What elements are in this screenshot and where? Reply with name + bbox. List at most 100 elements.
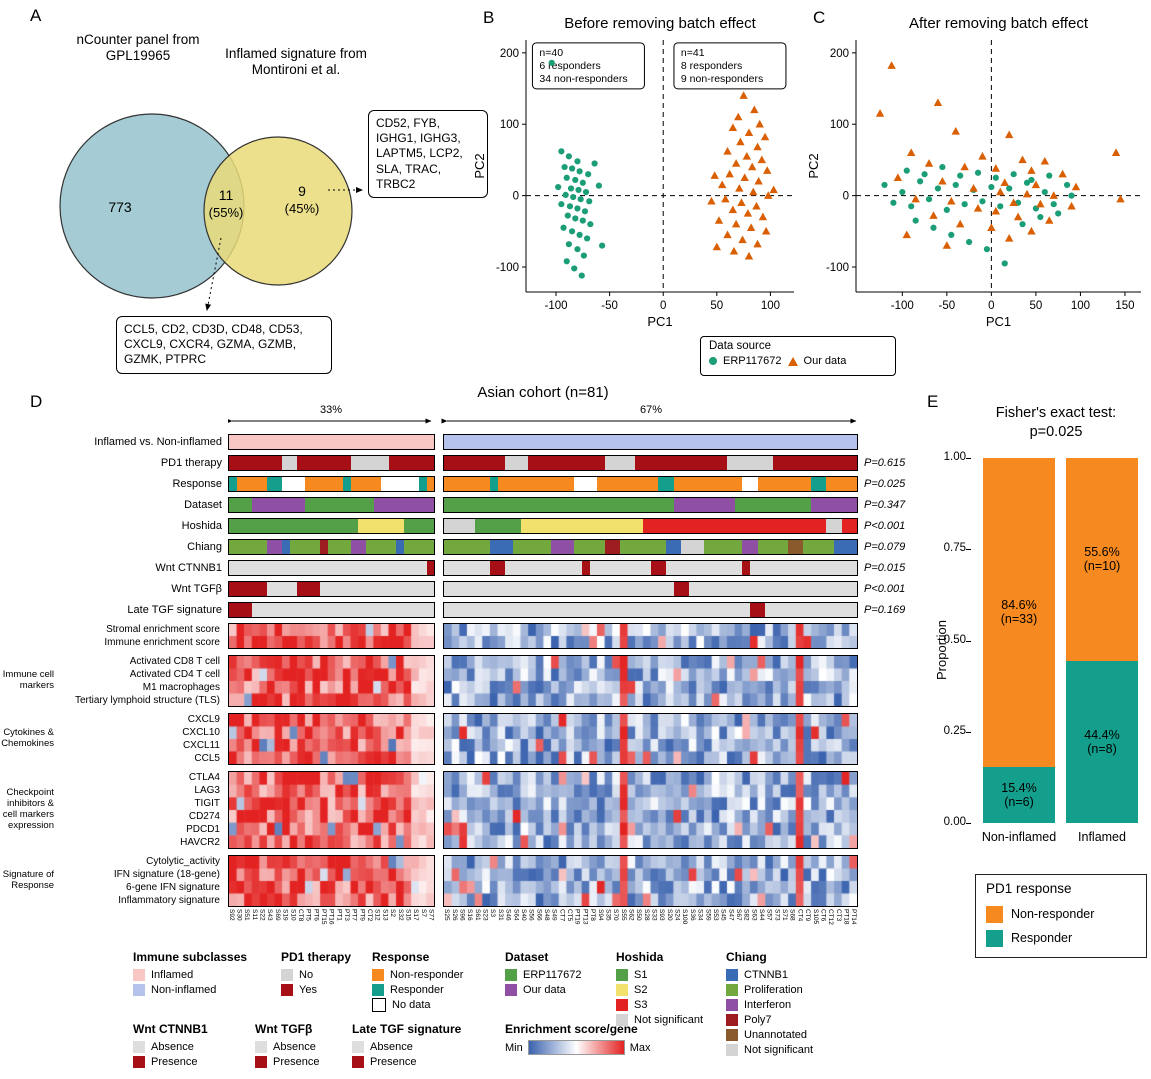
sample-label: S71	[781, 909, 789, 921]
track-cell	[274, 582, 283, 596]
data-point-circle	[979, 198, 986, 205]
data-point-triangle	[721, 194, 730, 203]
track-cell	[627, 477, 636, 491]
legend-swatch	[255, 1041, 267, 1053]
legend-label: Unannotated	[744, 1029, 807, 1041]
legend-label: Not significant	[744, 1044, 814, 1056]
heatmap-canvas	[229, 856, 435, 906]
track-cell	[597, 519, 605, 533]
track-cell	[834, 519, 842, 533]
gradient-max-label: Max	[629, 1041, 651, 1054]
track-cell	[358, 435, 366, 449]
track-cell	[365, 603, 374, 617]
track-cell	[581, 603, 590, 617]
track-cell	[490, 456, 498, 470]
track-cell	[236, 435, 245, 449]
track-cell	[589, 603, 598, 617]
heatmap-row-label: Stromal enrichment score	[106, 624, 220, 635]
sample-label: S19	[281, 909, 289, 921]
track-label: Dataset	[184, 499, 222, 511]
data-point-triangle	[761, 226, 771, 235]
data-point-circle	[997, 203, 1004, 210]
legend-title: PD1 therapy	[281, 950, 352, 964]
heatmap-block	[443, 771, 858, 849]
legend-item: Absence	[133, 1040, 208, 1054]
track-cell	[757, 435, 766, 449]
track-cell	[411, 456, 420, 470]
data-point-circle	[957, 172, 964, 179]
y-tick-label: 0.50	[943, 633, 966, 646]
track-block-right	[443, 581, 858, 597]
data-point-circle	[1006, 185, 1013, 192]
track-block-left	[228, 518, 436, 534]
sample-label: CT3	[834, 909, 842, 922]
track-cell	[849, 561, 857, 575]
track-cell	[305, 498, 313, 512]
responder-swatch	[986, 929, 1003, 947]
track-cell	[627, 435, 636, 449]
track-cell	[388, 456, 397, 470]
data-point-triangle	[942, 241, 952, 249]
track-cell	[757, 603, 766, 617]
heatmap-row-label: PDCD1	[186, 824, 220, 835]
track-cell	[474, 456, 483, 470]
track-cell	[704, 603, 712, 617]
data-point-circle	[1001, 260, 1008, 267]
heatmap-group-label: Checkpoint inhibitors & cell markers exp…	[2, 787, 54, 831]
track-cell	[711, 498, 720, 512]
track-cell	[459, 477, 468, 491]
track-cell	[604, 561, 613, 575]
track-cell	[551, 540, 559, 554]
track-block-left	[228, 497, 436, 513]
y-axis-title: PC2	[472, 153, 487, 178]
data-point-circle	[1068, 192, 1075, 199]
track-cell	[696, 477, 705, 491]
pd1-response-legend: PD1 response Non-responder Responder	[975, 874, 1147, 958]
track-cell	[297, 582, 306, 596]
legend-swatch	[372, 969, 384, 981]
track-cell	[474, 498, 483, 512]
legend-swatch	[133, 1056, 145, 1068]
track-pvalue: P=0.025	[864, 478, 906, 490]
track-cell	[251, 603, 260, 617]
track-cell	[696, 435, 705, 449]
track-cell	[365, 582, 374, 596]
track-cell	[788, 603, 796, 617]
track-cell	[727, 519, 735, 533]
y-axis-title: PC2	[806, 153, 821, 178]
track-cell	[467, 582, 475, 596]
track-cell	[505, 603, 514, 617]
track-cell	[681, 540, 689, 554]
track-cell	[826, 582, 834, 596]
track-cell	[841, 456, 850, 470]
legend-swatch	[352, 1056, 364, 1068]
track-cell	[834, 603, 842, 617]
x-tick-label: 50	[710, 300, 723, 312]
track-cell	[742, 561, 750, 575]
track-cell	[551, 519, 559, 533]
track-cell	[482, 540, 491, 554]
data-point-circle	[555, 183, 562, 191]
legend-label: No data	[392, 999, 431, 1011]
sample-label: S82	[742, 909, 750, 921]
track-cell	[665, 540, 674, 554]
track-cell	[650, 498, 659, 512]
track-cell	[305, 582, 313, 596]
track-cell	[244, 519, 252, 533]
data-point-triangle	[742, 151, 752, 160]
track-block-left	[228, 539, 436, 555]
track-label: Wnt TGFβ	[171, 583, 222, 595]
track-cell	[742, 477, 750, 491]
track-cell	[404, 603, 412, 617]
track-cell	[543, 498, 552, 512]
track-cell	[467, 498, 475, 512]
track-cell	[772, 603, 781, 617]
track-cell	[558, 456, 567, 470]
track-cell	[490, 435, 498, 449]
track-cell	[229, 561, 237, 575]
track-cell	[528, 435, 537, 449]
data-point-circle	[576, 231, 583, 238]
sample-label: S10	[289, 909, 297, 921]
track-cell	[259, 603, 268, 617]
track-cell	[780, 582, 789, 596]
